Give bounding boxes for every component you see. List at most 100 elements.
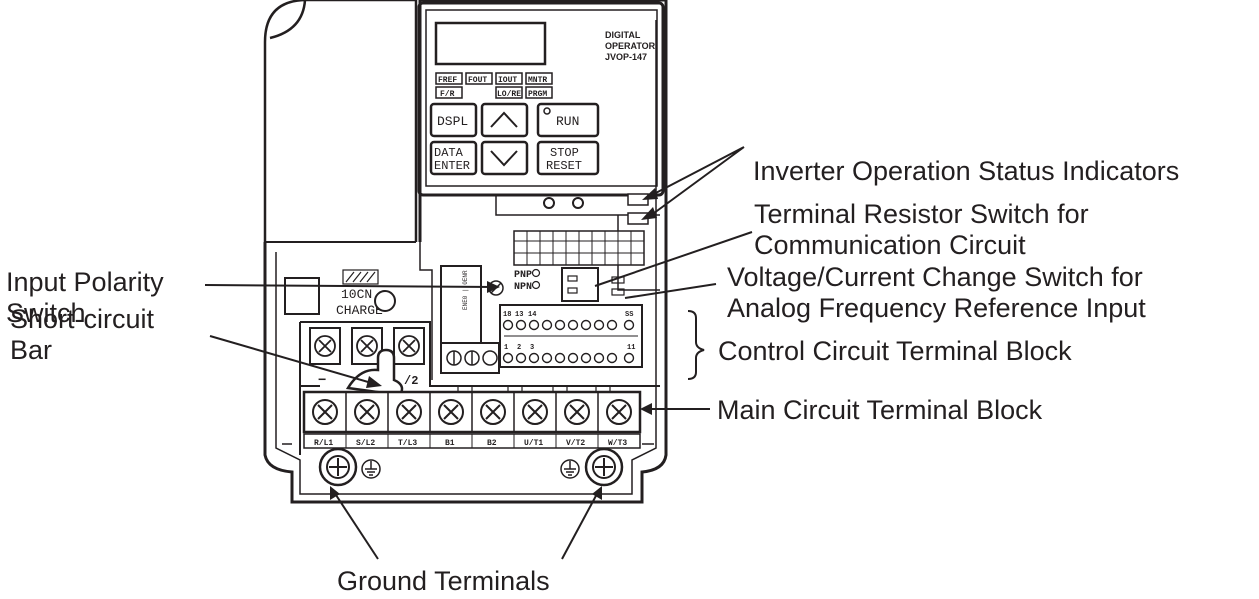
run-led-icon [543,107,551,115]
callout-short-circuit-bar: Short-circuit Bar [10,304,155,365]
down-key[interactable] [480,140,529,176]
operator-bezel [417,1,665,197]
ground-leader-right [561,491,599,560]
input-polarity-leader [204,284,497,288]
callout-status-indicators: Inverter Operation Status Indicators [753,156,1180,186]
callout-ground-terminals: Ground Terminals [337,566,550,596]
arrowheads [330,188,658,500]
operator-title-line-2: OPERATOR [605,41,656,51]
svg-text:STOP: STOP [550,146,579,160]
voltage-current-leader [624,283,717,299]
mount-hole-right [572,197,584,209]
mount-hole-left [543,197,555,209]
arrow-ground-left [330,486,340,500]
svg-text:FOUT: FOUT [468,76,487,85]
indicator-lore: LO/RE [495,86,523,99]
digital-operator: DIGITAL OPERATOR JVOP-147 FREF FOUT IOUT… [417,1,665,197]
npn-screw-icon [531,280,541,290]
terminal-label-rl1: R/L1 [314,439,333,448]
stop-reset-key[interactable]: STOP RESET [536,140,600,176]
svg-text:13: 13 [515,311,523,319]
bus-plus2-label: /2 [404,374,418,388]
input-polarity-module: ENE0 | 0ENR [440,265,504,345]
ground-terminal-left [318,447,381,487]
svg-text:MNTR: MNTR [528,76,547,85]
left-cover [263,0,418,242]
input-polarity-switch-block: PNP NPN [514,268,541,293]
status-indicators-leader [649,146,745,217]
bus-minus-label: − [318,373,326,389]
svg-text:18: 18 [503,311,511,319]
svg-text:F/R: F/R [440,90,455,99]
indicator-mntr: MNTR [525,72,553,85]
side-connector [284,277,320,315]
svg-text:14: 14 [528,311,536,319]
arrow-status-2 [641,207,657,220]
callout-control-block: Control Circuit Terminal Block [718,336,1072,366]
arrow-main-block [640,403,652,415]
svg-text:DSPL: DSPL [437,114,468,129]
control-terminal-screws [502,319,635,364]
terminal-cover-outline [299,321,660,455]
terminal-label-b1: B1 [445,439,455,448]
terminal-resistor-leader [594,231,753,287]
svg-text:SS: SS [625,311,633,319]
indicator-fref: FREF [435,72,463,85]
arrow-status-1 [642,188,658,200]
terminal-label-vt2: V/T2 [566,439,585,448]
callout-terminal-resistor: Terminal Resistor Switch for Communicati… [754,199,1089,260]
terminal-label-tl3: T/L3 [398,439,417,448]
lcd-display [434,21,547,66]
indicator-fout: FOUT [465,72,493,85]
indicator-iout: IOUT [495,72,523,85]
svg-text:RUN: RUN [556,114,579,129]
main-terminal-block: R/L1 S/L2 T/L3 B1 B2 U/T1 V/T2 W/T3 [302,386,642,449]
control-terminal-block: 18 13 14 SS 1 2 3 11 [499,304,643,368]
charge-led [374,290,396,312]
ground-leader-left [333,491,379,560]
chevron-up-icon [490,111,518,128]
short-circuit-leader [209,335,376,385]
terminal-label-b2: B2 [487,439,497,448]
operator-title-line-1: DIGITAL [605,30,641,40]
callout-input-polarity: Input Polarity Switch [6,267,164,328]
svg-text:3: 3 [530,344,534,352]
terminal-label-sl2: S/L2 [356,439,375,448]
dspl-key[interactable]: DSPL [429,102,478,138]
run-key[interactable]: RUN [536,102,600,138]
left-cover-cutout [269,0,307,40]
svg-text:LO/RE: LO/RE [497,90,521,99]
arrow-short-circuit [366,376,382,388]
relay-output-terminals [440,342,500,374]
ground-terminal-right [560,447,624,487]
ground-symbol-icon [560,459,580,479]
pnp-screw-icon [531,268,541,278]
short-circuit-bar [345,348,404,397]
svg-text:JVOP-147: JVOP-147 [605,52,647,62]
svg-text:NPN: NPN [514,282,532,293]
arrow-ground-right [592,486,602,500]
terminal-resistor-switch[interactable] [561,267,599,302]
svg-text:2: 2 [517,344,521,352]
svg-text:IOUT: IOUT [498,76,517,85]
svg-text:OPERATOR: OPERATOR [605,41,656,51]
operator-title-line-3: JVOP-147 [605,52,647,62]
chevron-down-icon [490,150,518,167]
terminal-label-ut1: U/T1 [524,439,543,448]
housing-inner [275,20,657,495]
operator-face [425,9,658,187]
leader-lines [204,146,753,560]
callout-main-block: Main Circuit Terminal Block [717,395,1043,425]
svg-text:PRGM: PRGM [528,90,547,99]
up-key[interactable] [480,102,529,138]
arrow-input-polarity [487,281,500,293]
data-enter-key[interactable]: DATA ENTER [429,140,478,176]
indicator-prgm: PRGM [525,86,553,99]
control-block-brace [687,310,705,380]
svg-text:FREF: FREF [438,76,457,85]
svg-text:DATA: DATA [434,146,464,160]
housing-outline [263,0,668,504]
svg-text:1: 1 [504,344,508,352]
